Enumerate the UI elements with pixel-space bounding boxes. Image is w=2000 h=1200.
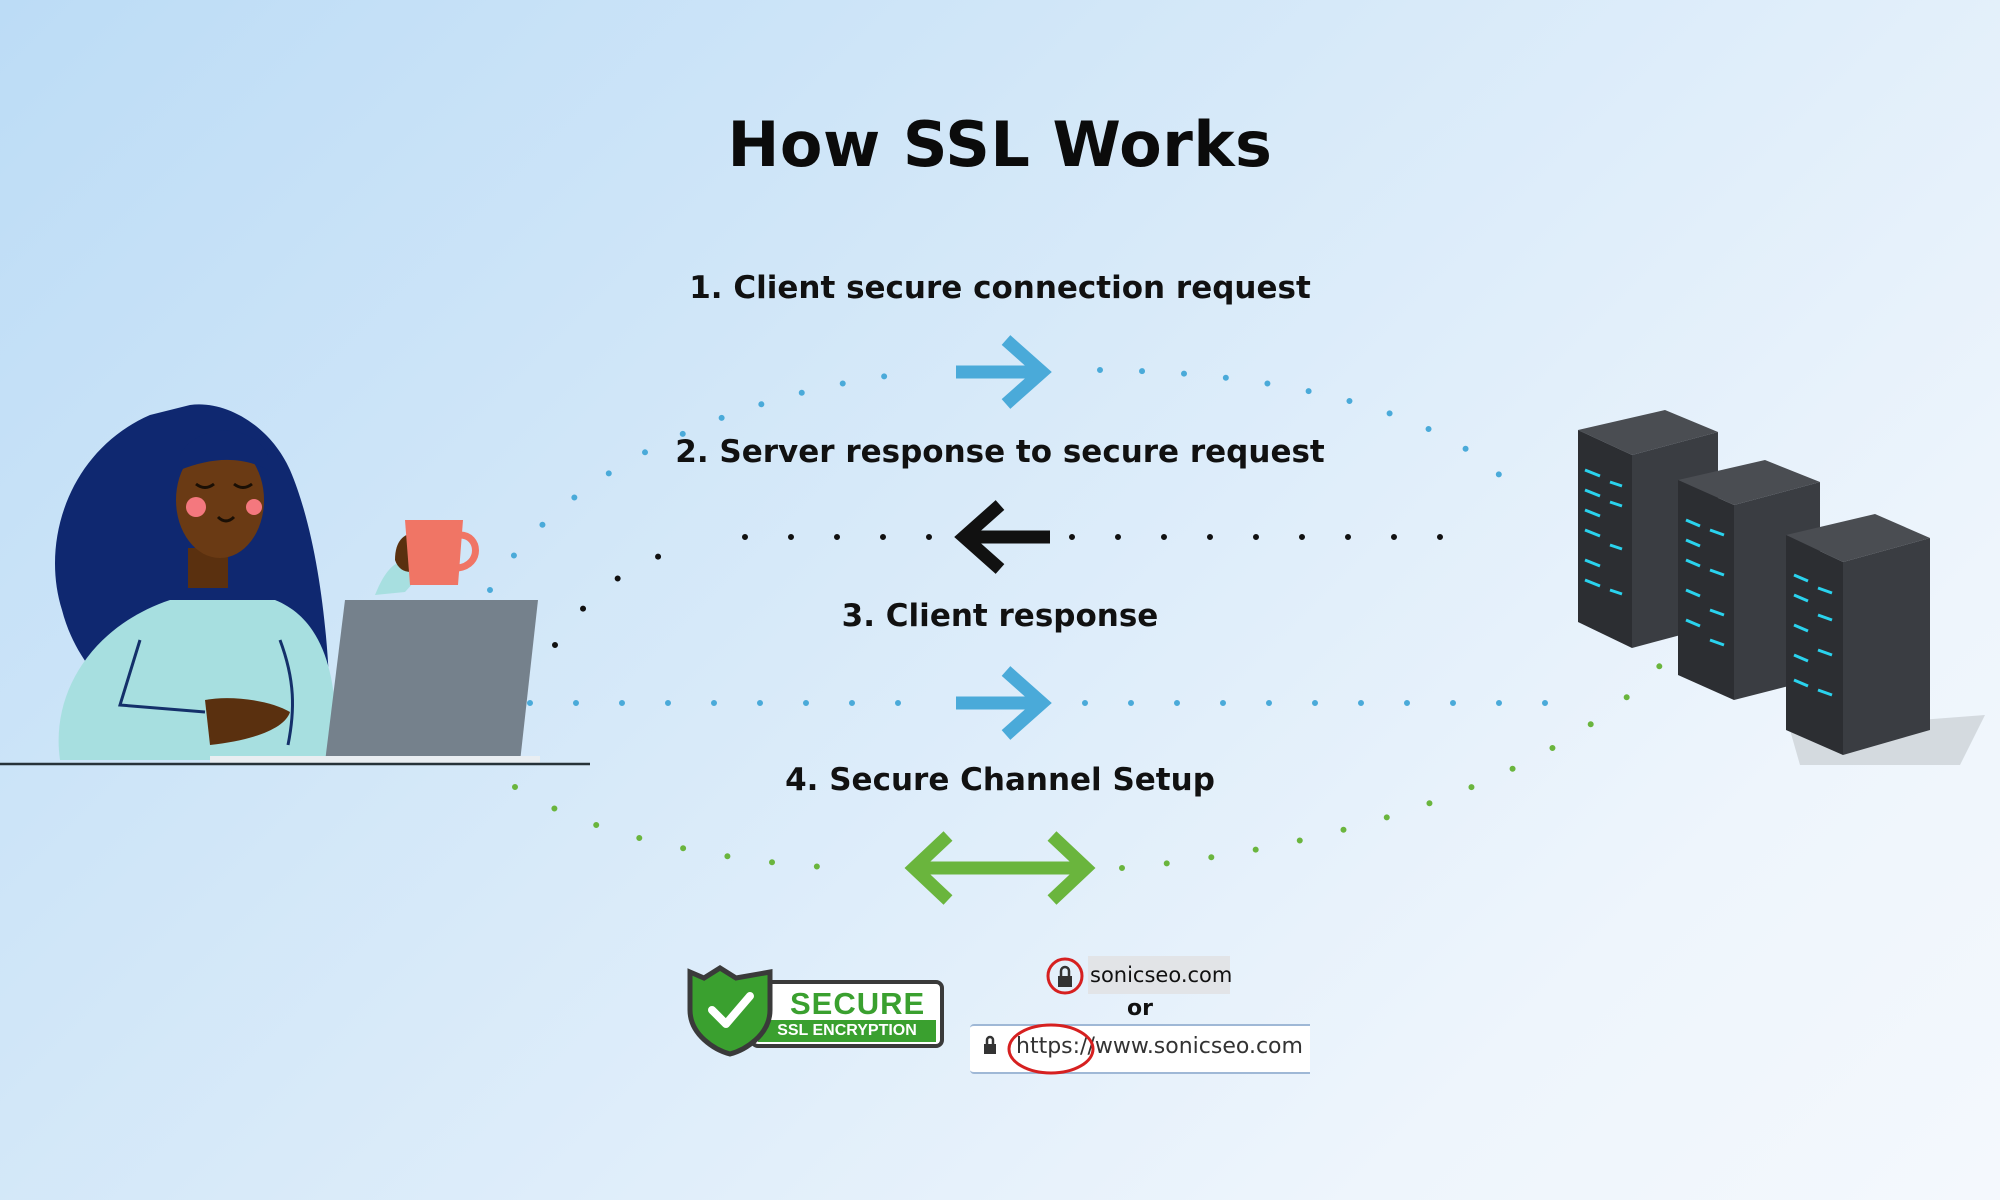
address-bar	[970, 1024, 1310, 1074]
path-step-2-dots	[552, 534, 1453, 648]
path-step-1-dots	[487, 367, 1523, 593]
check-shield-icon	[687, 965, 944, 1057]
step-3-label: 3. Client response	[841, 598, 1159, 634]
lock-icon	[1046, 957, 1084, 995]
server-rack-icon	[1578, 410, 1985, 765]
https-highlight-circle	[1007, 1023, 1095, 1075]
arrow-both-green-icon	[904, 831, 1096, 905]
short-url-text: sonicseo.com	[1088, 956, 1233, 994]
step-4-label: 4. Secure Channel Setup	[785, 762, 1215, 798]
badge-ssl-encryption-text: SSL ENCRYPTION	[777, 1022, 917, 1039]
short-url-label: sonicseo.com	[1090, 963, 1233, 987]
badge-secure-text: SECURE	[790, 986, 926, 1021]
path-step-4-dots	[512, 657, 1668, 871]
full-url-text: https://www.sonicseo.com	[1016, 1034, 1303, 1059]
arrow-right-blue-1-icon	[956, 335, 1052, 409]
arrow-left-black-icon	[954, 500, 1050, 574]
step-2-label: 2. Server response to secure request	[675, 434, 1325, 470]
person-at-laptop-icon	[0, 404, 590, 766]
page-title: How SSL Works	[727, 108, 1273, 181]
step-1-label: 1. Client secure connection request	[689, 270, 1311, 306]
arrow-right-blue-3-icon	[956, 666, 1052, 740]
address-bar-lock-icon	[984, 1035, 996, 1054]
or-separator: or	[1127, 996, 1153, 1021]
